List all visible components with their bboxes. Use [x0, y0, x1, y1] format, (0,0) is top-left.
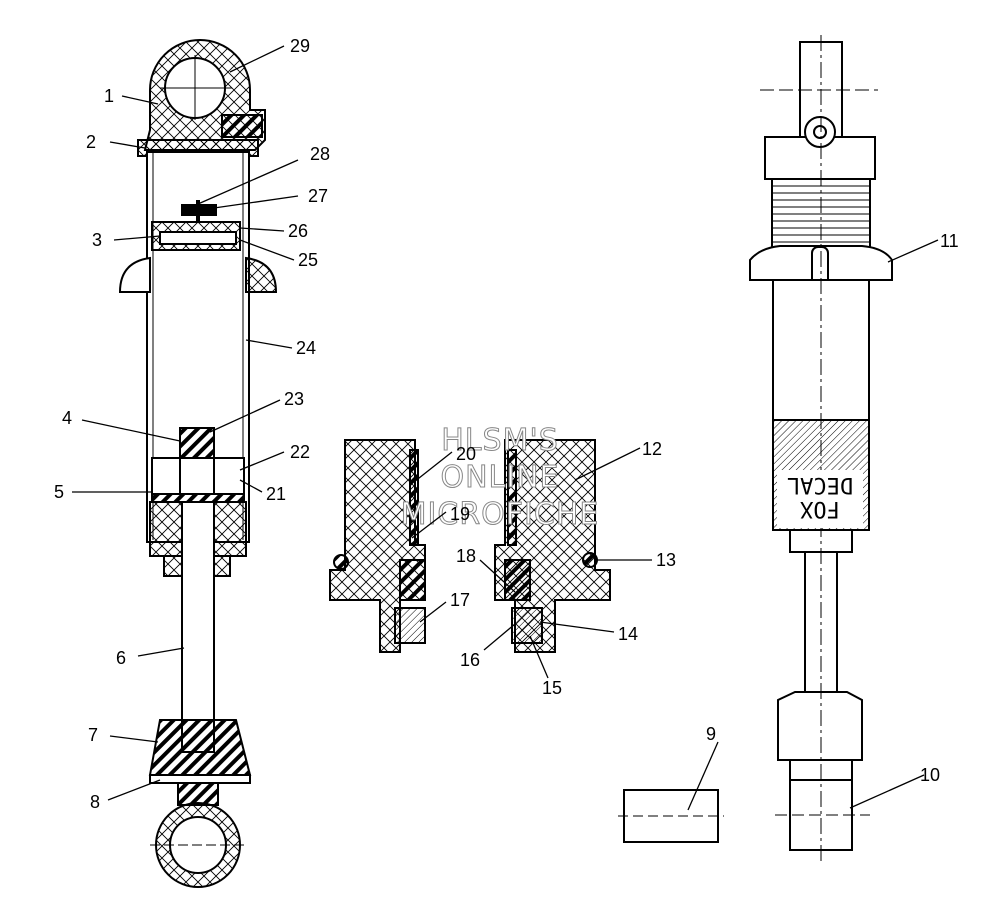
callout-29: 29 — [290, 36, 310, 56]
callout-10: 10 — [920, 765, 940, 785]
callout-22: 22 — [290, 442, 310, 462]
decal-text-2: FOX — [799, 496, 839, 521]
callout-4: 4 — [62, 408, 72, 428]
callout-27: 27 — [308, 186, 328, 206]
watermark-line-1: HLSM'S — [441, 423, 559, 458]
callout-12: 12 — [642, 439, 662, 459]
callout-9: 9 — [706, 724, 716, 744]
callout-13: 13 — [656, 550, 676, 570]
watermark-line-2: ONLINE — [440, 460, 559, 495]
seal-head-detail — [329, 439, 611, 653]
callout-17: 17 — [450, 590, 470, 610]
watermark-line-3: MICROFICHE — [401, 497, 600, 532]
callout-7: 7 — [88, 725, 98, 745]
shock-exterior-view — [749, 35, 893, 865]
callout-6: 6 — [116, 648, 126, 668]
callout-16: 16 — [460, 650, 480, 670]
callout-19: 19 — [450, 504, 470, 524]
callout-1: 1 — [104, 86, 114, 106]
callout-26: 26 — [288, 221, 308, 241]
callout-11: 11 — [940, 231, 959, 251]
callout-2: 2 — [86, 132, 96, 152]
callout-25: 25 — [298, 250, 318, 270]
decal-text-1: DECAL — [787, 472, 853, 497]
spacer-part — [618, 789, 724, 843]
callout-3: 3 — [92, 230, 102, 250]
callout-5: 5 — [54, 482, 64, 502]
callout-numbers: 1 2 3 4 5 6 7 8 9 10 11 12 13 14 15 16 1… — [54, 36, 959, 812]
callout-20: 20 — [456, 444, 476, 464]
callout-18: 18 — [456, 546, 476, 566]
callout-14: 14 — [618, 624, 638, 644]
callout-8: 8 — [90, 792, 100, 812]
callout-28: 28 — [310, 144, 330, 164]
watermark: HLSM'S ONLINE MICROFICHE — [400, 423, 600, 533]
shock-cross-section — [118, 39, 278, 888]
callout-21: 21 — [266, 484, 286, 504]
callout-23: 23 — [284, 389, 304, 409]
fox-decal: DECAL FOX — [777, 470, 863, 528]
callout-15: 15 — [542, 678, 562, 698]
callout-24: 24 — [296, 338, 316, 358]
leader-lines — [72, 45, 939, 811]
